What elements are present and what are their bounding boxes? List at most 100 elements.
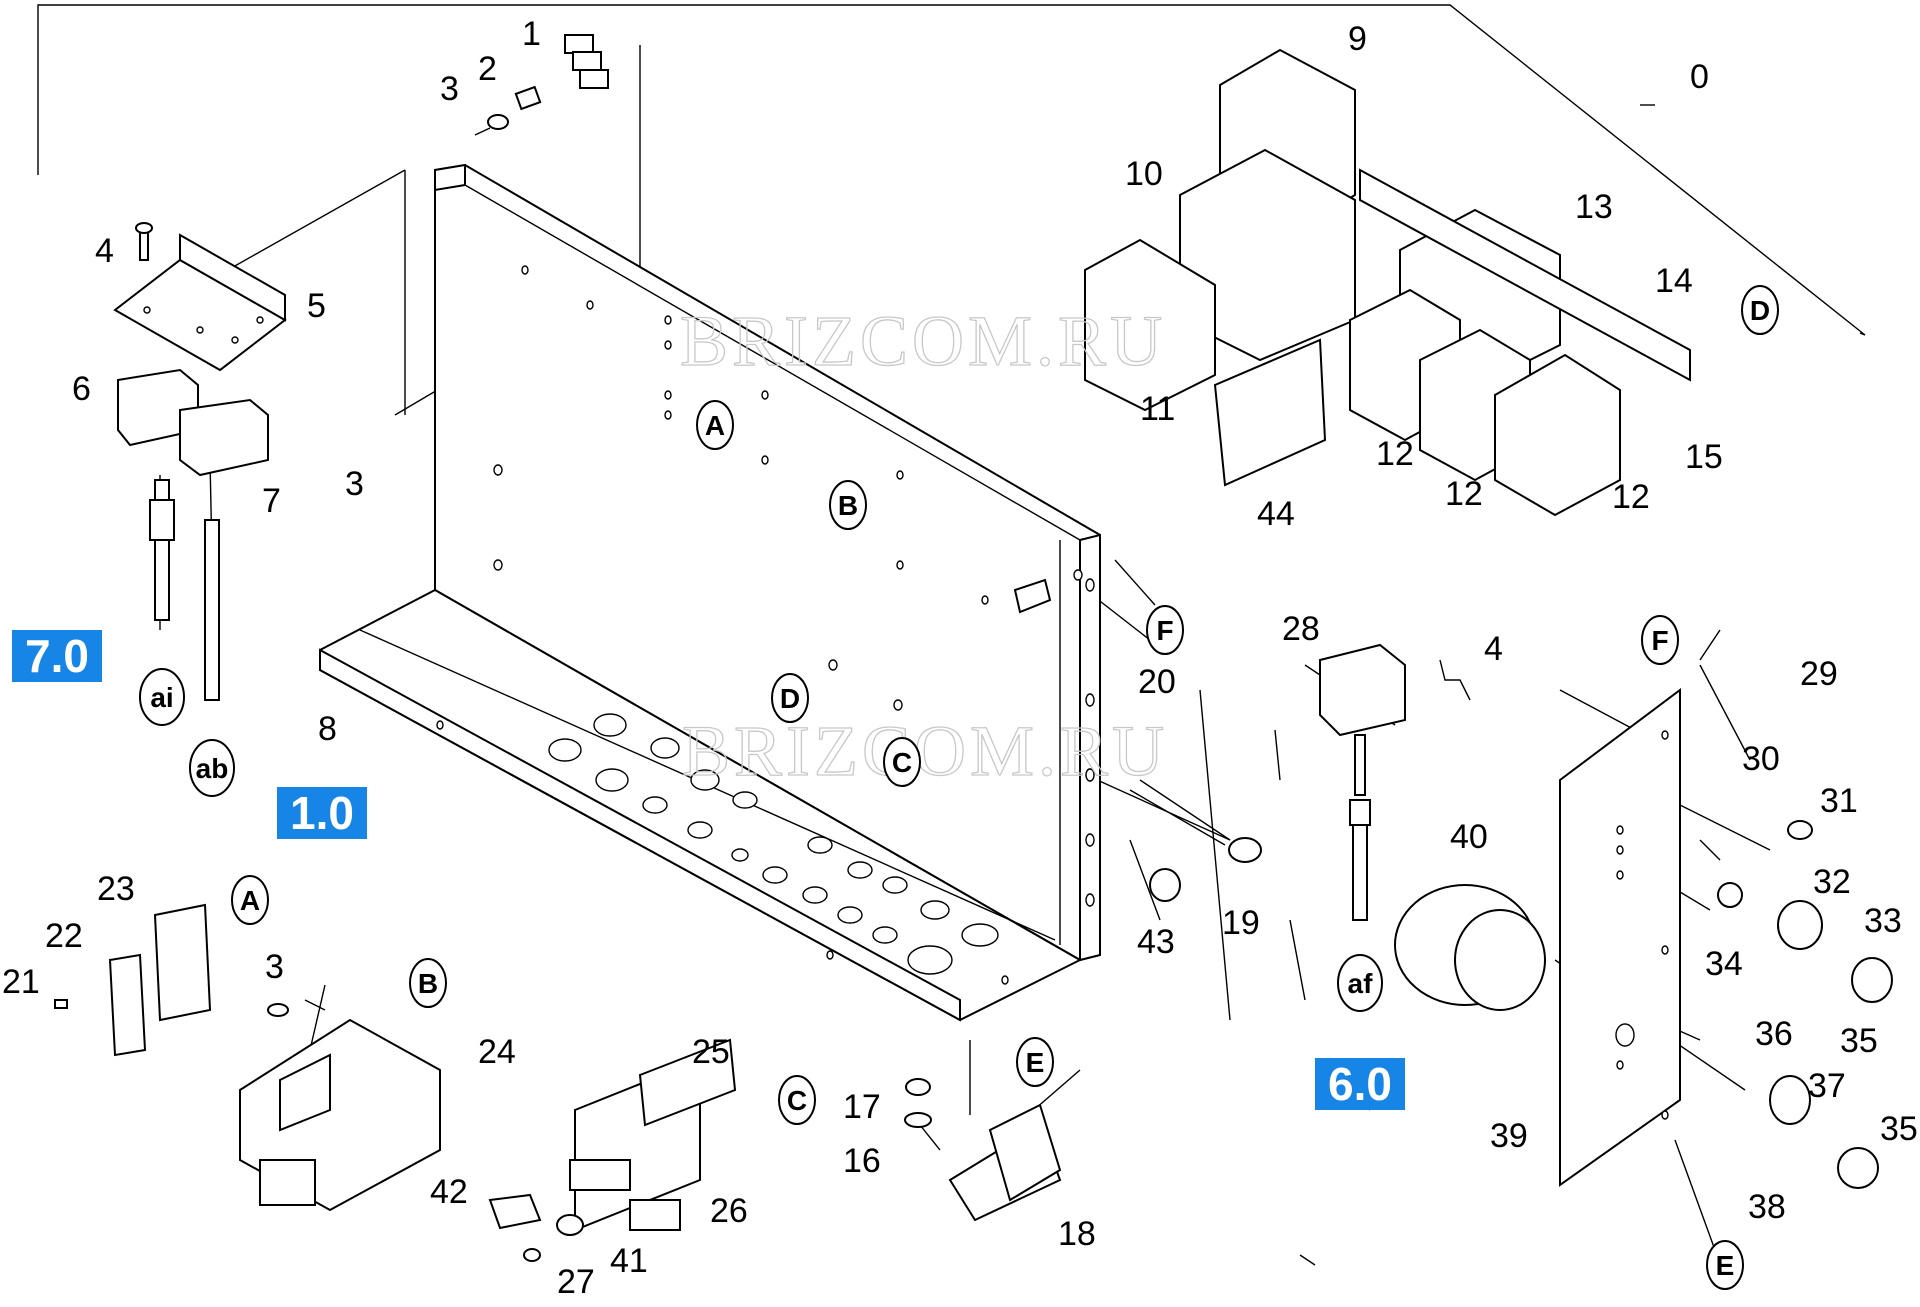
svg-text:A: A	[240, 885, 260, 916]
svg-text:C: C	[892, 747, 912, 778]
part-number-2: 2	[478, 50, 497, 88]
part-number-4: 4	[1484, 630, 1503, 668]
transformer	[239, 1003, 441, 1212]
watermark-text: BRIZCOM.RU	[680, 301, 1166, 381]
watermark-text: BRIZCOM.RU	[682, 711, 1168, 791]
panel-holes	[436, 265, 1095, 985]
part-number-12: 12	[1445, 475, 1483, 513]
ref-marker-ab: ab	[189, 739, 235, 797]
part-number-14: 14	[1655, 262, 1693, 300]
part-number-35: 35	[1840, 1022, 1878, 1060]
part-number-33: 33	[1864, 902, 1902, 940]
svg-text:ai: ai	[150, 682, 173, 713]
part-number-16: 16	[843, 1142, 881, 1180]
part-number-31: 31	[1820, 782, 1858, 820]
part-number-25: 25	[692, 1033, 730, 1071]
ref-marker-C: C	[883, 737, 921, 787]
svg-text:D: D	[1750, 295, 1770, 326]
contactor-assembly	[1084, 48, 1691, 517]
svg-text:af: af	[1348, 968, 1374, 999]
part-number-10: 10	[1125, 155, 1163, 193]
svg-text:B: B	[418, 968, 438, 999]
part-number-26: 26	[710, 1192, 748, 1230]
part-number-42: 42	[430, 1173, 468, 1211]
part-number-11: 11	[1140, 390, 1175, 428]
part-number-43: 43	[1137, 923, 1175, 961]
ref-marker-B: B	[409, 958, 447, 1008]
svg-text:E: E	[1716, 1250, 1735, 1281]
wire-clip	[1013, 578, 1052, 614]
ref-marker-E: E	[1706, 1240, 1744, 1290]
part-number-30: 30	[1742, 740, 1780, 778]
indicator-lamp	[1129, 779, 1262, 902]
svg-text:6.0: 6.0	[1328, 1058, 1392, 1110]
part-number-12: 12	[1376, 435, 1414, 473]
svg-text:E: E	[1026, 1047, 1045, 1078]
page-ref-badge-7-0[interactable]: 7.0	[12, 630, 102, 682]
page-ref-badge-1-0[interactable]: 1.0	[277, 787, 367, 839]
part-number-12: 12	[1612, 478, 1650, 516]
part-number-9: 9	[1348, 20, 1367, 58]
part-number-17: 17	[843, 1088, 881, 1126]
part-number-28: 28	[1282, 610, 1320, 648]
ref-marker-E: E	[1016, 1037, 1054, 1087]
part-number-27: 27	[557, 1263, 595, 1301]
part-number-18: 18	[1058, 1215, 1096, 1253]
part-number-34: 34	[1705, 945, 1743, 983]
ref-marker-A: A	[231, 875, 269, 925]
ref-markers: A B D F D C A B C E F E ai ab af	[139, 285, 1779, 1290]
ref-marker-A: A	[696, 400, 734, 450]
svg-text:C: C	[787, 1085, 807, 1116]
part-number-6: 6	[72, 370, 91, 408]
part-number-3: 3	[265, 948, 284, 986]
ref-marker-D: D	[771, 673, 809, 723]
part-number-24: 24	[478, 1033, 516, 1071]
ref-marker-C: C	[778, 1075, 816, 1125]
part-number-13: 13	[1575, 188, 1613, 226]
relay-28	[1319, 643, 1406, 737]
part-number-29: 29	[1800, 655, 1838, 693]
part-number-40: 40	[1450, 818, 1488, 856]
part-number-44: 44	[1257, 495, 1295, 533]
thermo-relays	[117, 368, 269, 701]
terminal-block	[54, 903, 212, 1057]
ref-marker-F: F	[1146, 605, 1184, 655]
part-number-0: 0	[1690, 58, 1709, 96]
part-number-22: 22	[45, 917, 83, 955]
part-number-39: 39	[1490, 1117, 1528, 1155]
part-number-41: 41	[610, 1242, 648, 1280]
svg-text:B: B	[838, 490, 858, 521]
svg-text:D: D	[780, 683, 800, 714]
housing-panel	[319, 163, 1101, 1022]
control-panel	[1319, 643, 1893, 1189]
ref-marker-af: af	[1337, 954, 1383, 1012]
part-number-3: 3	[345, 465, 364, 503]
svg-text:7.0: 7.0	[25, 630, 89, 682]
part-number-labels: 0 1 2 3 3 3 4 5 6 7 8 9 10 11 12 12 12 1…	[2, 15, 1918, 1301]
svg-text:F: F	[1651, 625, 1668, 656]
part-number-20: 20	[1138, 663, 1176, 701]
part-number-36: 36	[1755, 1015, 1793, 1053]
svg-text:1.0: 1.0	[290, 787, 354, 839]
part-number-4: 4	[95, 232, 114, 270]
part-number-8: 8	[318, 710, 337, 748]
ref-marker-ai: ai	[139, 668, 185, 726]
foot-assembly	[904, 1078, 1062, 1222]
svg-text:A: A	[705, 410, 725, 441]
svg-text:ab: ab	[196, 753, 229, 784]
part-number-1: 1	[522, 15, 541, 53]
part-number-21: 21	[2, 963, 40, 1001]
svg-text:F: F	[1156, 615, 1173, 646]
ref-marker-F: F	[1641, 615, 1679, 665]
terminal-clip	[474, 34, 609, 136]
part-number-32: 32	[1813, 863, 1851, 901]
circuit-board	[488, 1038, 737, 1262]
ref-marker-B: B	[829, 480, 867, 530]
ref-marker-D: D	[1741, 285, 1779, 335]
part-number-5: 5	[307, 287, 326, 325]
part-number-7: 7	[262, 482, 281, 520]
page-ref-badge-6-0[interactable]: 6.0	[1315, 1058, 1405, 1110]
part-number-38: 38	[1748, 1188, 1786, 1226]
part-number-37: 37	[1808, 1067, 1846, 1105]
